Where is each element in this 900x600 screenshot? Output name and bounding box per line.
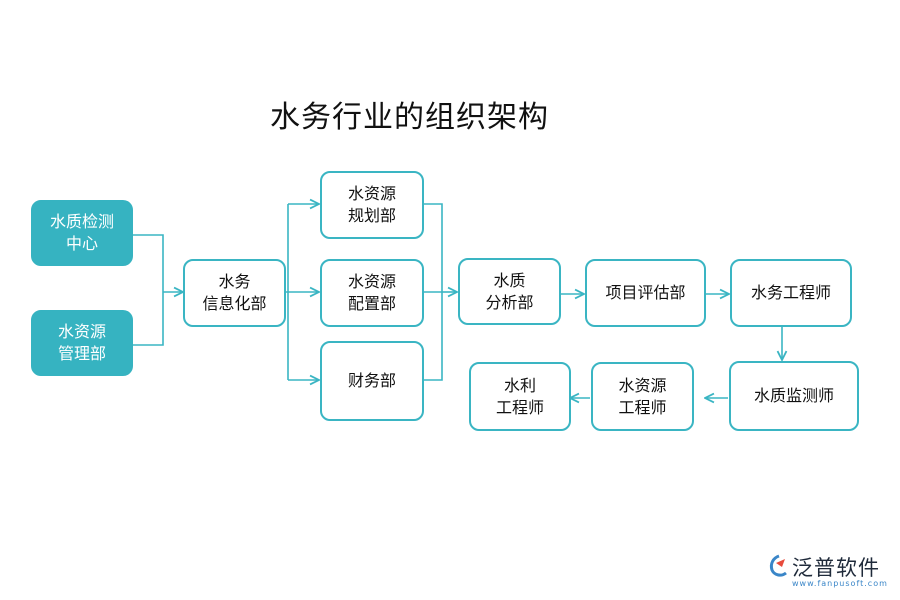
node-label: 水资源 工程师 (618, 375, 667, 417)
node-label: 水质 分析部 (485, 270, 534, 312)
node-water-resource-mgmt: 水资源 管理部 (31, 310, 133, 376)
node-water-engineer: 水务工程师 (730, 259, 852, 327)
node-label: 水资源 配置部 (347, 272, 396, 313)
node-water-planning: 水资源 规划部 (320, 171, 424, 239)
brand-url: www.fanpusoft.com (792, 579, 888, 588)
link-info-branch (286, 204, 289, 380)
brand-logo: 泛普软件 www.fanpusoft.com (768, 552, 898, 596)
node-finance: 财务部 (320, 341, 424, 421)
node-label: 水利 工程师 (495, 375, 544, 417)
link-depts-merge (424, 203, 443, 381)
node-water-allocation: 水资源 配置部 (320, 259, 424, 327)
node-label: 水资源 规划部 (347, 184, 396, 225)
brand-mark-icon (769, 554, 787, 577)
brand-name: 泛普软件 (792, 556, 880, 580)
node-water-info-dept: 水务 信息化部 (183, 259, 286, 327)
link-center-to-merge (133, 234, 164, 346)
node-water-resource-engineer: 水资源 工程师 (591, 362, 694, 431)
node-label: 项目评估部 (605, 283, 686, 302)
node-label: 水务工程师 (750, 283, 831, 302)
node-hydraulic-engineer: 水利 工程师 (469, 362, 571, 431)
node-water-quality-center: 水质检测 中心 (31, 200, 133, 266)
node-label: 水质检测 中心 (49, 212, 114, 253)
node-label: 财务部 (347, 371, 396, 390)
node-water-monitor-engineer: 水质监测师 (729, 361, 859, 431)
node-label: 水务 信息化部 (202, 272, 267, 313)
node-project-eval: 项目评估部 (585, 259, 706, 327)
node-label: 水质监测师 (753, 386, 834, 405)
diagram-title: 水务行业的组织架构 (270, 100, 549, 135)
node-label: 水资源 管理部 (57, 322, 106, 363)
node-water-quality-analysis: 水质 分析部 (458, 258, 561, 325)
